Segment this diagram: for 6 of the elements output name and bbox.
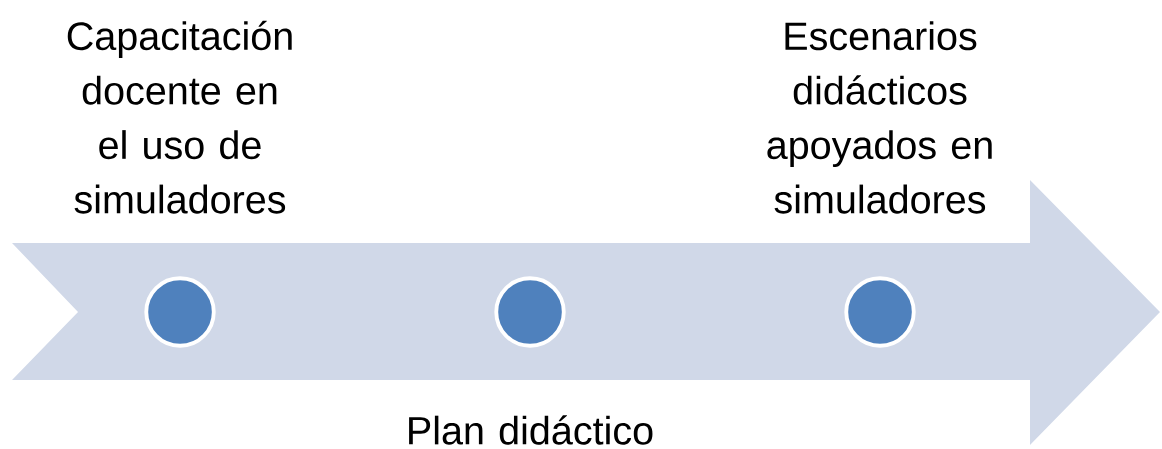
timeline-dot — [844, 276, 916, 348]
timeline-dot — [494, 276, 566, 348]
milestone-label: Escenarios didácticos apoyados en simuladores — [767, 21, 992, 214]
milestone-label: Capacitación docente en el uso de simuladores — [67, 20, 292, 214]
timeline-dot — [144, 276, 216, 348]
milestone-label: Plan didáctico — [409, 415, 653, 445]
